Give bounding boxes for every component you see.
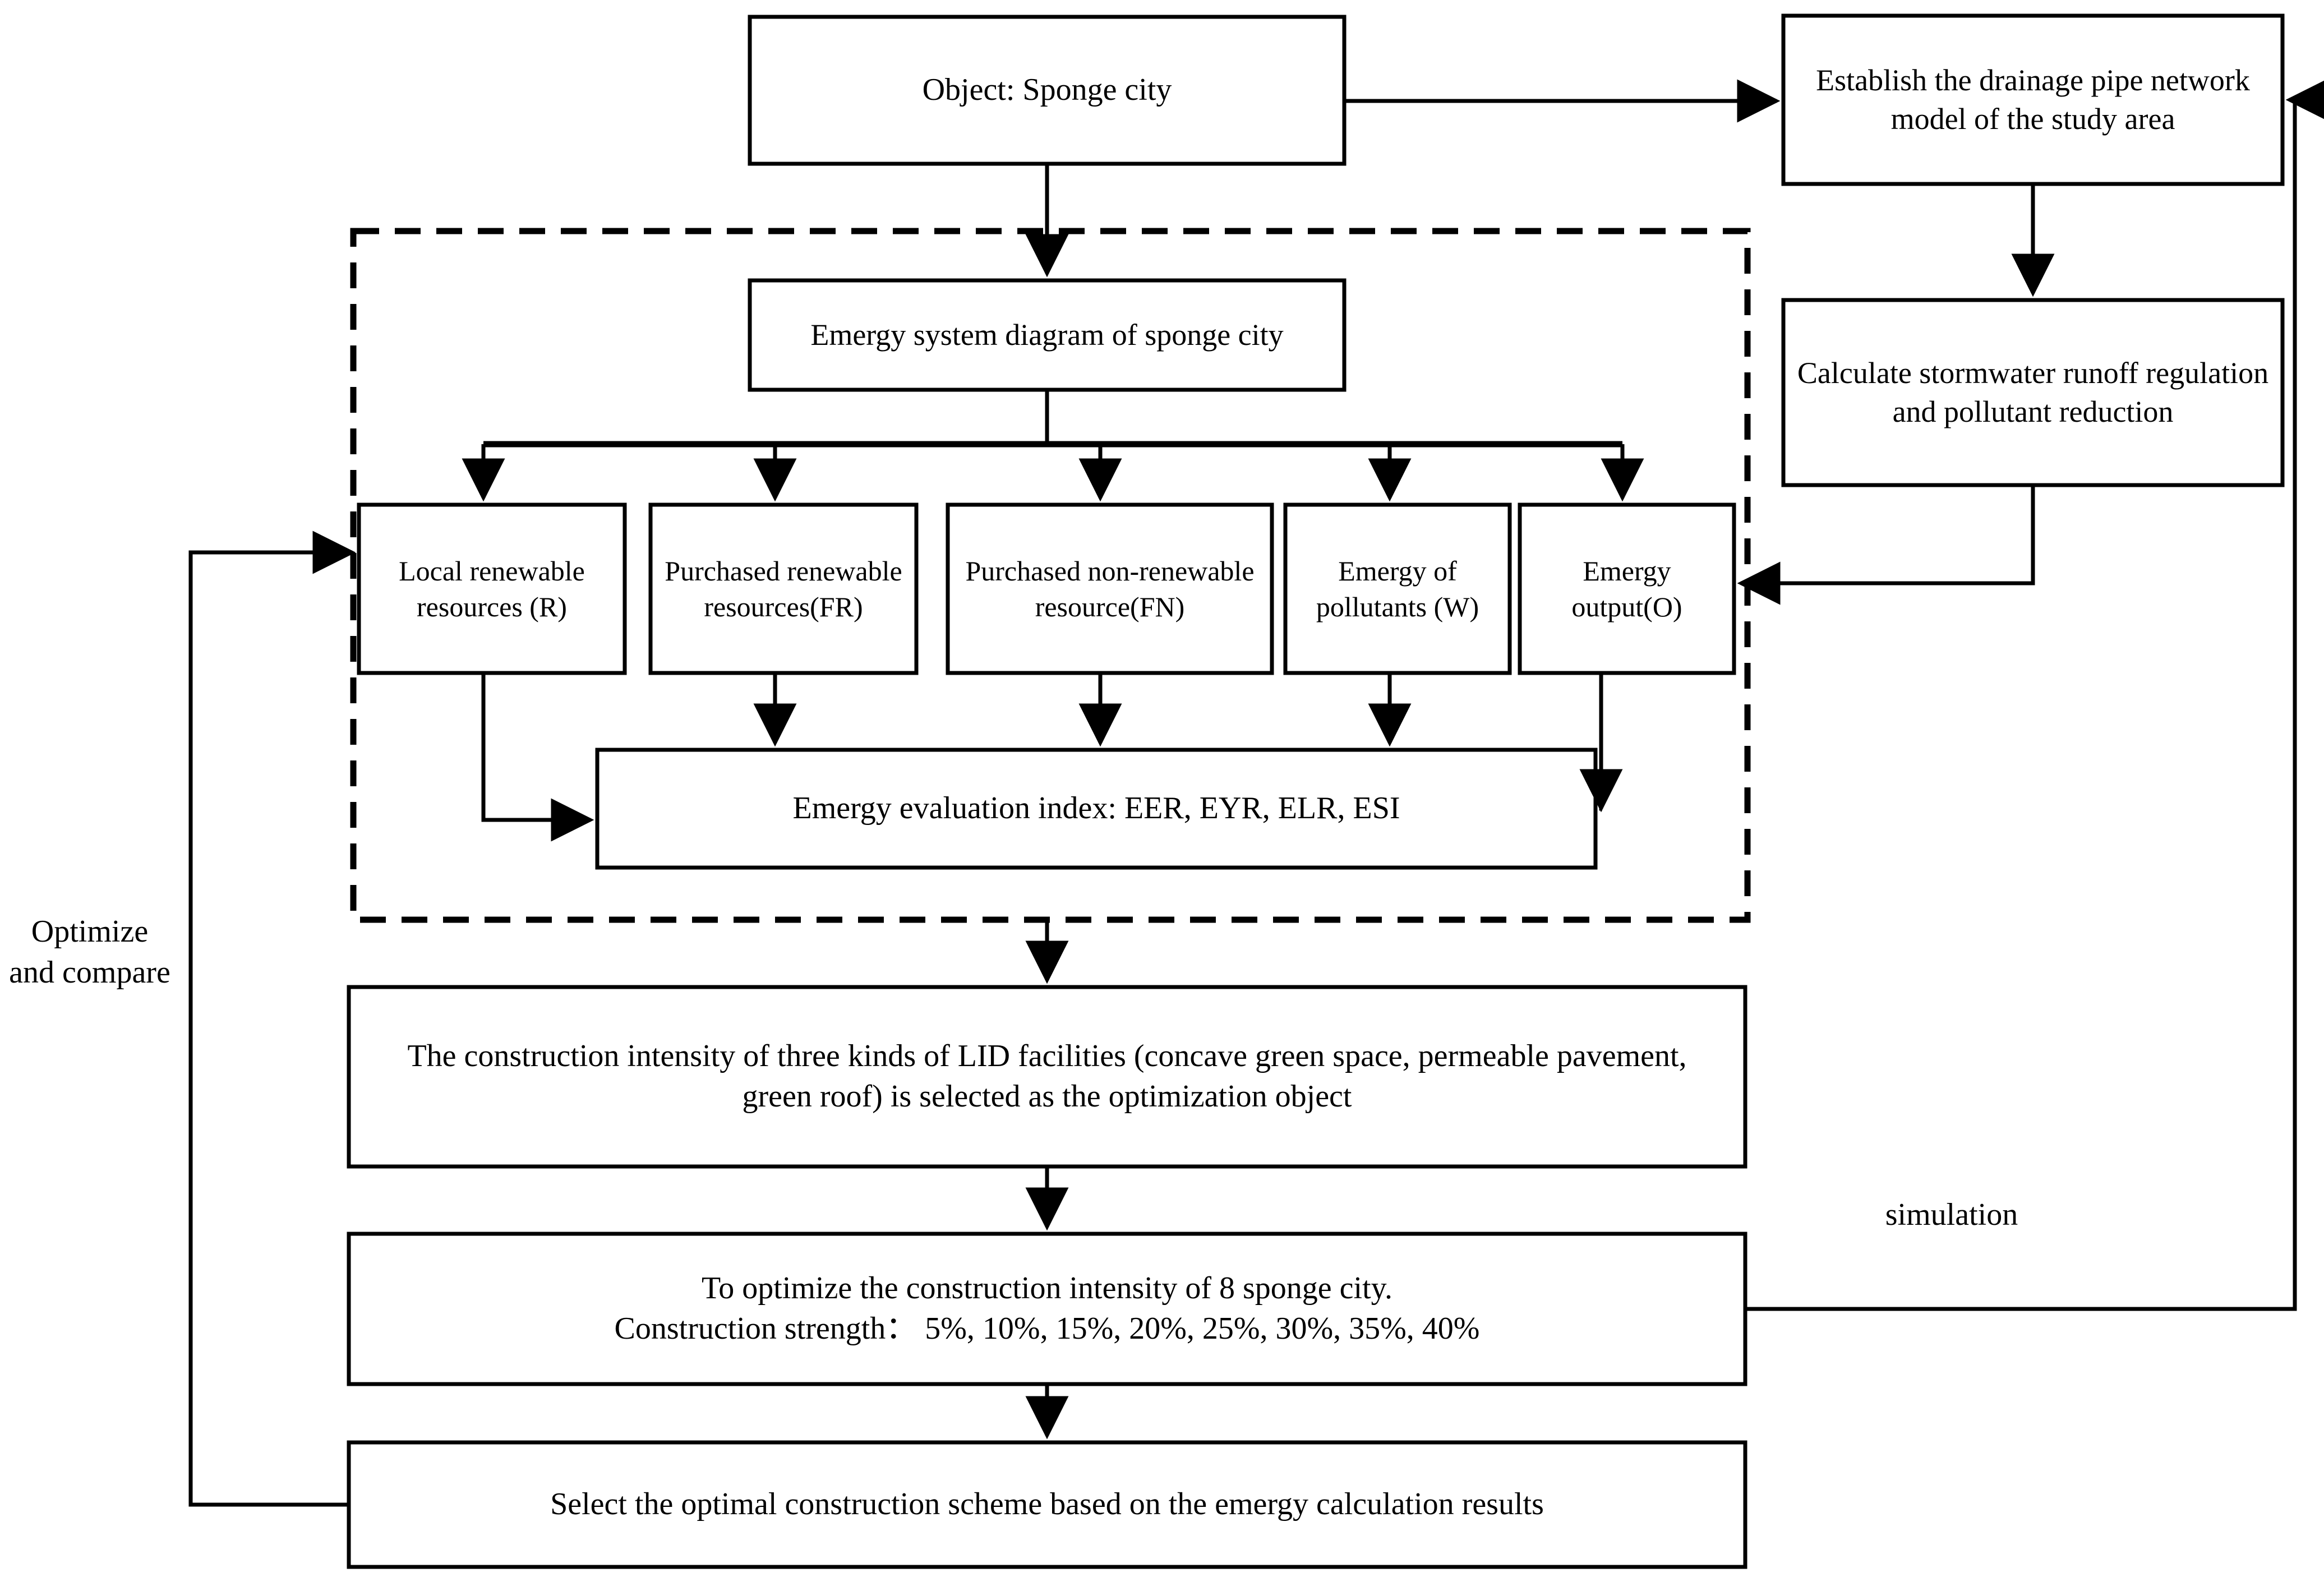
box-calculate-runoff <box>1781 298 2285 487</box>
box-emergy-index <box>595 748 1598 870</box>
edge-optimize-compare-loop <box>188 531 356 1507</box>
box-establish-model <box>1781 13 2285 186</box>
box-purchased-nonrenewable <box>946 502 1274 675</box>
box-emergy-pollutants <box>1283 502 1512 675</box>
box-object-sponge-city <box>748 15 1347 166</box>
edge-local-renewable-to-index <box>481 673 594 842</box>
label-optimize-and-compare: Optimize and compare <box>9 914 170 990</box>
box-select-optimal <box>347 1440 1747 1569</box>
dashed-container <box>350 228 1751 923</box>
box-purchased-renewable <box>648 502 919 675</box>
edge-calculate-to-emergy-output <box>1737 485 2035 605</box>
box-lid-facilities <box>347 985 1747 1169</box>
box-optimize-intensity <box>347 1232 1747 1386</box>
label-simulation: simulation <box>1885 1197 2018 1232</box>
box-emergy-output <box>1518 502 1736 675</box>
box-emergy-system-diagram <box>748 278 1347 392</box>
box-local-renewable <box>357 502 627 675</box>
edge-simulation-loop <box>1745 78 2324 1311</box>
